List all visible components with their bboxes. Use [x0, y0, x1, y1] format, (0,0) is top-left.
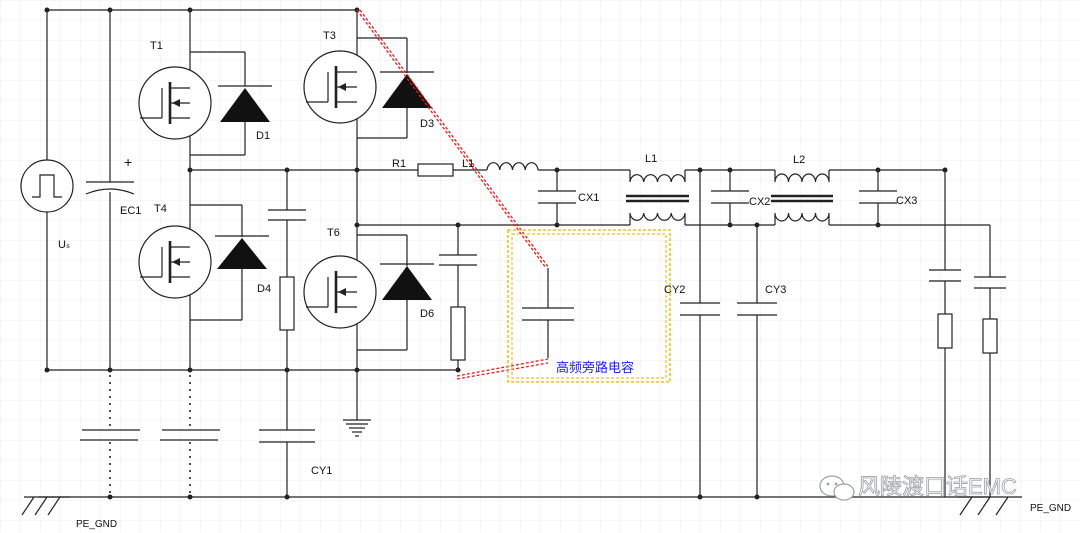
label-cy2: CY2 [664, 284, 685, 296]
label-d1: D1 [256, 130, 270, 142]
mosfet-t6 [303, 234, 408, 351]
bypass-capacitor [522, 307, 574, 321]
label-pe-gnd-right: PE_GND [1030, 503, 1071, 514]
capacitor-cy2 [680, 302, 720, 316]
label-cx1: CX1 [578, 192, 599, 204]
label-bypass-cap: 高频旁路电容 [556, 360, 634, 375]
label-l1-small: L1 [462, 158, 474, 170]
diode-d4 [215, 235, 269, 269]
snubber-left [268, 209, 306, 331]
capacitor-cx2 [711, 190, 749, 204]
parasitic-capacitors [80, 375, 220, 497]
label-d4: D4 [257, 283, 271, 295]
capacitor-ec1 [85, 181, 135, 195]
diode-d1 [218, 85, 272, 122]
label-r1: R1 [392, 158, 406, 170]
label-d3: D3 [420, 118, 434, 130]
capacitor-cy3 [737, 302, 777, 316]
capacitor-cx3 [859, 190, 897, 204]
diode-d6 [380, 263, 434, 300]
label-t4: T4 [154, 203, 167, 215]
label-t1: T1 [150, 40, 163, 52]
pe-ground-symbol-right [958, 496, 1022, 516]
label-l1: L1 [645, 153, 657, 165]
resistor-r1 [417, 163, 454, 177]
label-d6: D6 [420, 308, 434, 320]
watermark: 风陵渡口话EMC [819, 474, 1017, 501]
ground-symbol-dc [343, 419, 371, 437]
highlight-current-path [356, 9, 550, 380]
mosfet-t3 [303, 37, 408, 139]
mosfet-t4 [138, 204, 243, 321]
voltage-source-us [20, 159, 74, 213]
label-cx3: CX3 [896, 195, 917, 207]
label-ec1: EC1 [120, 205, 141, 217]
wechat-icon [819, 475, 855, 501]
label-cy3: CY3 [765, 284, 786, 296]
label-l2: L2 [793, 154, 805, 166]
label-pe-gnd-left: PE_GND [76, 519, 117, 530]
capacitor-cy1 [259, 429, 315, 443]
watermark-text: 风陵渡口话EMC [858, 474, 1017, 499]
label-cx2: CX2 [749, 196, 770, 208]
diode-d3 [380, 71, 434, 108]
label-cy1: CY1 [311, 465, 332, 477]
pe-ground-symbol-left [21, 496, 70, 516]
label-ec1-plus: + [124, 154, 132, 170]
choke-l2 [771, 170, 833, 225]
component-labels: T1 T3 T4 T6 D1 D3 D4 D6 EC1 + Uₛ R1 L1 L… [58, 30, 1071, 530]
label-us: Uₛ [58, 239, 70, 251]
mosfet-t1 [138, 51, 246, 156]
rc-snubber-right-1 [929, 269, 961, 349]
label-t3: T3 [323, 30, 336, 42]
choke-l1 [626, 170, 689, 225]
inductor-l1-small [486, 162, 539, 171]
bypass-cap-highlight-box [507, 229, 671, 383]
capacitor-cx1 [538, 190, 576, 204]
label-t6: T6 [327, 227, 340, 239]
junction-dots [44, 7, 948, 500]
rc-snubber-right-2 [974, 276, 1006, 354]
snubber-right [439, 254, 477, 361]
